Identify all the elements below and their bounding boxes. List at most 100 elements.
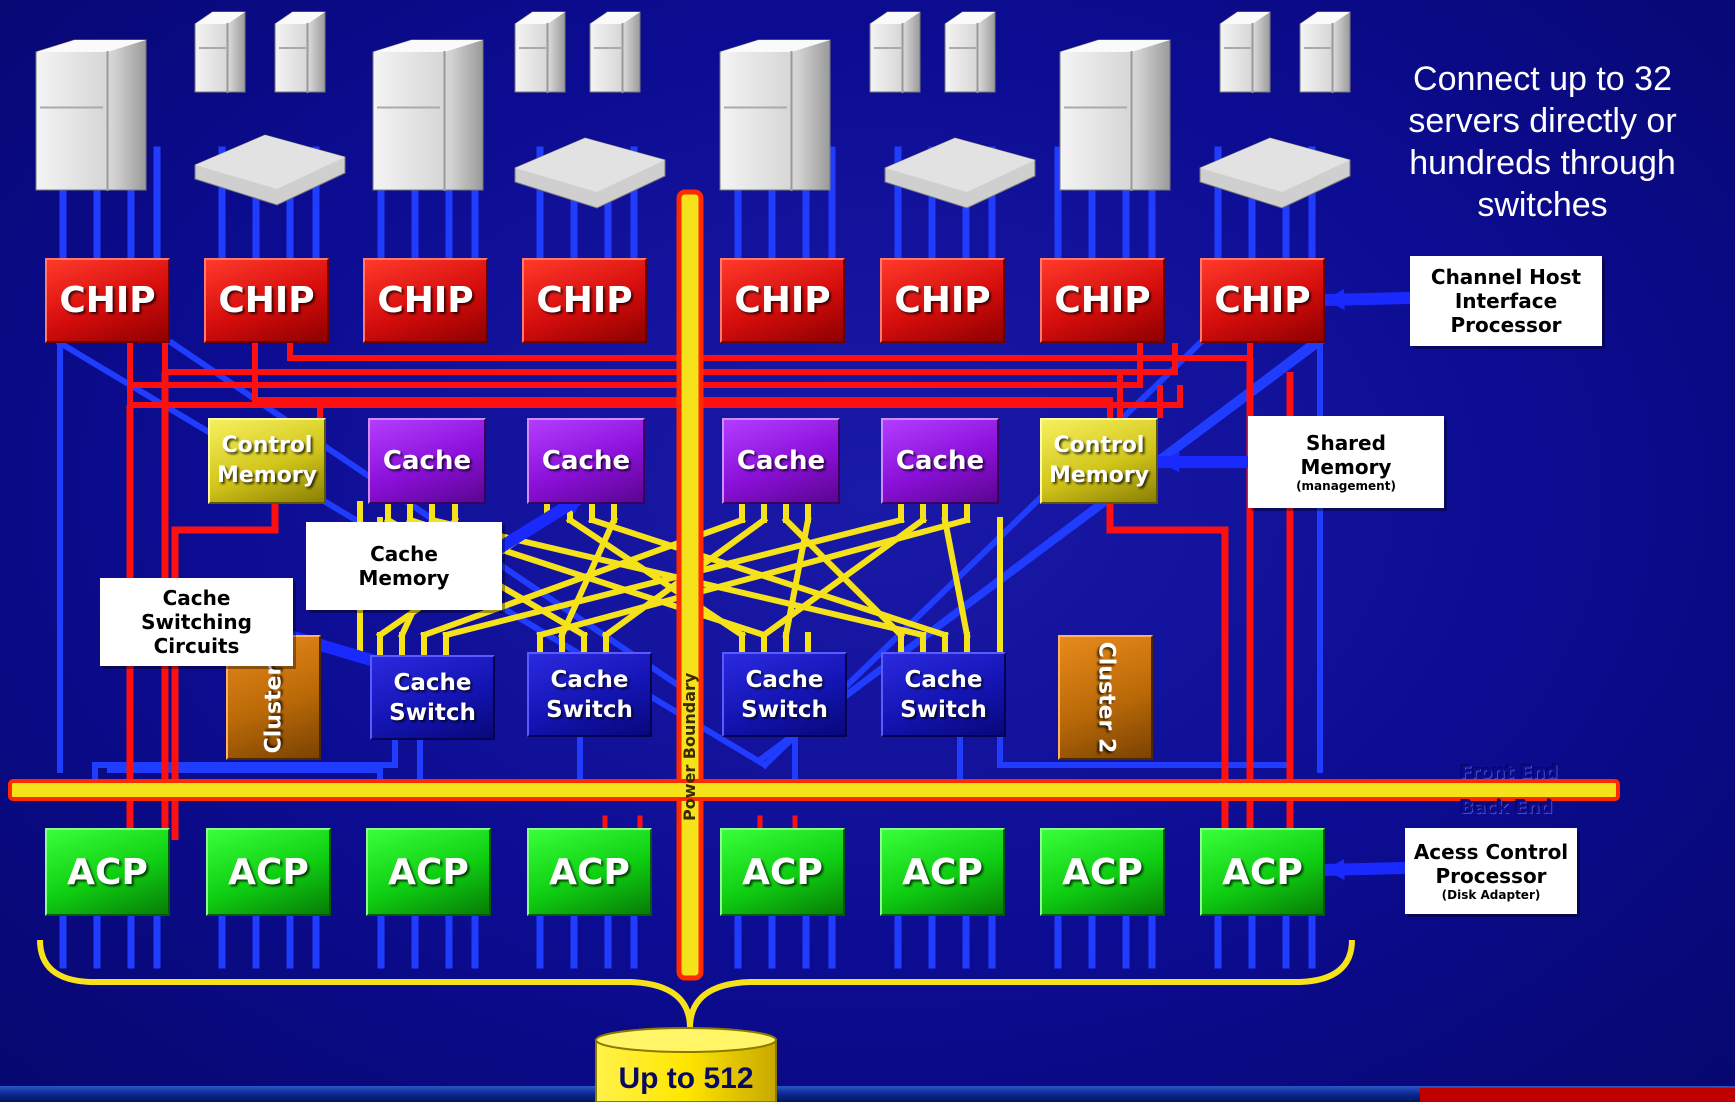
chip-7: CHIP <box>1040 258 1165 343</box>
disk-capacity-label: Up to 512 <box>618 1062 754 1095</box>
callout-line3: Processor <box>1450 313 1562 337</box>
cache-1: Cache <box>368 418 486 504</box>
footer-bar <box>0 1086 1735 1102</box>
server-tower-icon <box>514 11 566 93</box>
cache-3: Cache <box>722 418 840 504</box>
control-memory-line1: Control <box>1053 433 1145 458</box>
server-top <box>373 40 483 52</box>
red-bus-upper <box>287 343 1253 361</box>
power-boundary-label: Power Boundary <box>680 672 699 821</box>
server-top <box>870 12 920 24</box>
callout-line3: (management) <box>1296 479 1396 493</box>
acp-7: ACP <box>1040 828 1165 916</box>
switch-top <box>885 138 1035 192</box>
cluster-2: Cluster 2 <box>1058 635 1153 760</box>
callout-channel-host: Channel Host Interface Processor <box>1410 256 1602 346</box>
chip-4: CHIP <box>522 258 647 343</box>
note-line3: hundreds through <box>1409 144 1676 182</box>
cluster-label: Cluster 2 <box>1093 641 1119 754</box>
cache-switch-line2: Switch <box>546 696 633 723</box>
callout-line1: Cache <box>162 586 231 610</box>
callout-line1: Cache <box>370 542 438 566</box>
cache-switch-1: Cache Switch <box>370 655 495 740</box>
server-top <box>1220 12 1270 24</box>
cache-label: Cache <box>895 446 985 476</box>
red-loop <box>127 385 1183 408</box>
control-memory-right: Control Memory <box>1040 418 1158 504</box>
cache-switch-line2: Switch <box>741 696 828 723</box>
yellow-crossbar-line <box>588 516 949 639</box>
acp-label: ACP <box>742 851 823 893</box>
callout-line2: Interface <box>1454 289 1558 313</box>
chip-label: CHIP <box>536 280 633 321</box>
cache-switch-line1: Cache <box>550 666 629 693</box>
server-top <box>1300 12 1350 24</box>
callout-line2: Memory <box>1300 455 1392 479</box>
acp-label: ACP <box>549 851 630 893</box>
server-tower-icon <box>372 39 484 191</box>
server-tower-icon <box>719 39 831 191</box>
acp-label: ACP <box>902 851 983 893</box>
chip-label: CHIP <box>377 280 474 321</box>
acp-4: ACP <box>527 828 652 916</box>
acp-label: ACP <box>67 851 148 893</box>
server-top <box>720 40 830 52</box>
server-tower-icon <box>869 11 921 93</box>
control-memory-line1: Control <box>221 433 313 458</box>
chip-3: CHIP <box>363 258 488 343</box>
callout-line1: Acess Control <box>1413 840 1569 864</box>
acp-3: ACP <box>366 828 491 916</box>
acp-6: ACP <box>880 828 1005 916</box>
chip-label: CHIP <box>218 280 315 321</box>
callout-line3: (Disk Adapter) <box>1441 888 1541 902</box>
acp-2: ACP <box>206 828 331 916</box>
power-boundary-bar <box>676 189 704 981</box>
callout-access-control: Acess Control Processor (Disk Adapter) <box>1405 828 1577 914</box>
chip-label: CHIP <box>59 280 156 321</box>
callout-shared-memory: Shared Memory (management) <box>1248 416 1444 508</box>
front-end-label: Front End <box>1460 762 1559 783</box>
callout-line3: Circuits <box>153 634 240 658</box>
cache-label: Cache <box>736 446 826 476</box>
note-line2: servers directly or <box>1408 102 1677 140</box>
callout-line1: Channel Host <box>1430 265 1582 289</box>
callout-cache-memory: Cache Memory <box>306 522 502 610</box>
cache-switch-line2: Switch <box>389 699 476 726</box>
callout-line2: Switching <box>141 610 252 634</box>
server-tower-icon <box>1059 39 1171 191</box>
server-tower-icon <box>589 11 641 93</box>
server-tower-icon <box>35 39 147 191</box>
server-top <box>275 12 325 24</box>
chip-5: CHIP <box>720 258 845 343</box>
yellow-crossbar-line <box>565 515 747 640</box>
cache-switch-line1: Cache <box>904 666 983 693</box>
red-ctrl-drop <box>1106 504 1229 840</box>
callout-line2: Memory <box>358 566 450 590</box>
chip-label: CHIP <box>894 280 991 321</box>
yellow-crossbar-line <box>941 516 971 639</box>
cache-switch-3: Cache Switch <box>722 652 847 737</box>
yellow-crossbar-line <box>442 516 905 639</box>
acp-1: ACP <box>45 828 170 916</box>
callout-arrow-icon <box>1325 289 1345 311</box>
chip-6: CHIP <box>880 258 1005 343</box>
acp-label: ACP <box>388 851 469 893</box>
control-memory-line2: Memory <box>216 463 318 488</box>
blue-riser <box>755 338 1325 765</box>
chip-label: CHIP <box>1054 280 1151 321</box>
acp-label: ACP <box>1222 851 1303 893</box>
server-top <box>36 40 146 52</box>
cache-switch-line1: Cache <box>745 666 824 693</box>
cache-label: Cache <box>541 446 631 476</box>
red-ctrl-drop <box>171 504 279 840</box>
footer-logo-strip <box>1420 1088 1735 1102</box>
cache-switch-4: Cache Switch <box>881 652 1006 737</box>
cache-label: Cache <box>382 446 472 476</box>
chip-8: CHIP <box>1200 258 1325 343</box>
server-top <box>195 12 245 24</box>
chip-label: CHIP <box>1214 280 1311 321</box>
switch-top <box>515 138 665 192</box>
server-top <box>590 12 640 24</box>
yellow-crossbar-line <box>536 516 971 639</box>
